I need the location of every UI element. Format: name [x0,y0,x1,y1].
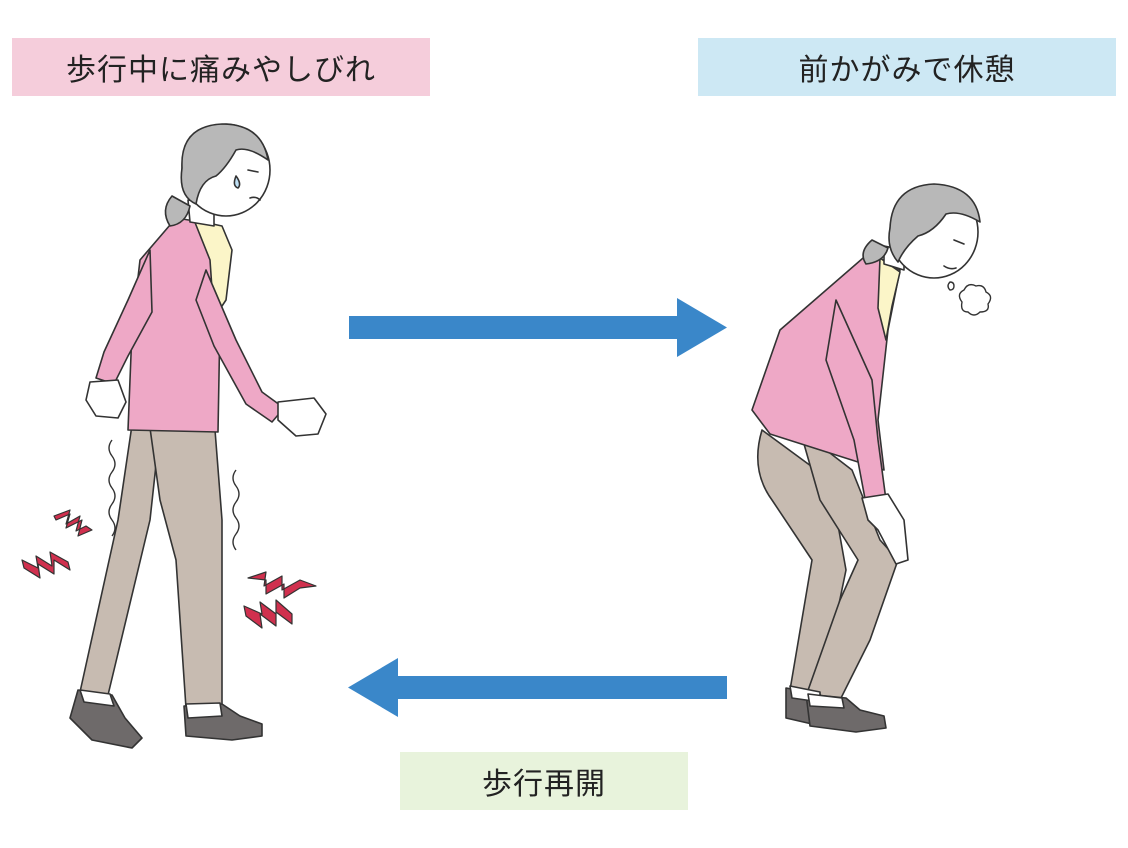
breath-puff-icon [947,281,992,316]
rest-label: 前かがみで休憩 [698,38,1116,96]
resume-label: 歩行再開 [400,752,688,810]
walking-pain-label: 歩行中に痛みやしびれ [12,38,430,96]
right-arrow-icon [349,298,727,357]
elderly-woman-bending-figure [751,183,981,733]
pain-lightning-icon [21,509,317,629]
tremor-lines [108,439,240,551]
left-arrow-icon [348,658,727,717]
elderly-woman-walking-figure [69,123,327,749]
